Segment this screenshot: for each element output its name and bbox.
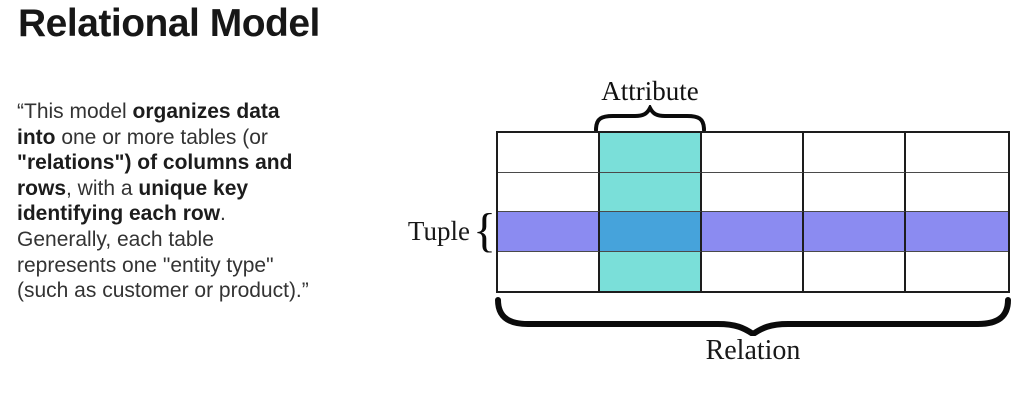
table-cell xyxy=(702,212,804,252)
table-cell xyxy=(702,133,804,173)
table-cell xyxy=(498,251,600,291)
tuple-label-group: Tuple { xyxy=(408,203,496,259)
tuple-brace-icon: { xyxy=(472,204,496,257)
attribute-brace-icon xyxy=(594,105,706,132)
table-cell xyxy=(702,172,804,212)
attribute-label: Attribute xyxy=(601,76,699,106)
table-cell xyxy=(600,133,702,173)
relation-brace-icon xyxy=(495,297,1011,336)
table-cell xyxy=(804,212,906,252)
table-cell xyxy=(906,252,1008,292)
table-cell xyxy=(600,172,702,212)
table-cell xyxy=(906,173,1008,212)
table-cell xyxy=(702,251,804,291)
table-cell xyxy=(498,172,600,212)
table-cell xyxy=(600,251,702,291)
table-cell xyxy=(600,212,702,252)
table-cell xyxy=(498,212,600,252)
table-cell xyxy=(804,251,906,291)
relation-table xyxy=(496,131,1010,293)
table-cell xyxy=(804,133,906,173)
page-title: Relational Model xyxy=(18,2,320,45)
tuple-label: Tuple xyxy=(407,215,470,246)
relation-label: Relation xyxy=(705,335,801,366)
table-cell xyxy=(906,133,1008,173)
table-cell xyxy=(906,212,1008,252)
table-cell xyxy=(804,172,906,212)
table-cell xyxy=(498,133,600,173)
